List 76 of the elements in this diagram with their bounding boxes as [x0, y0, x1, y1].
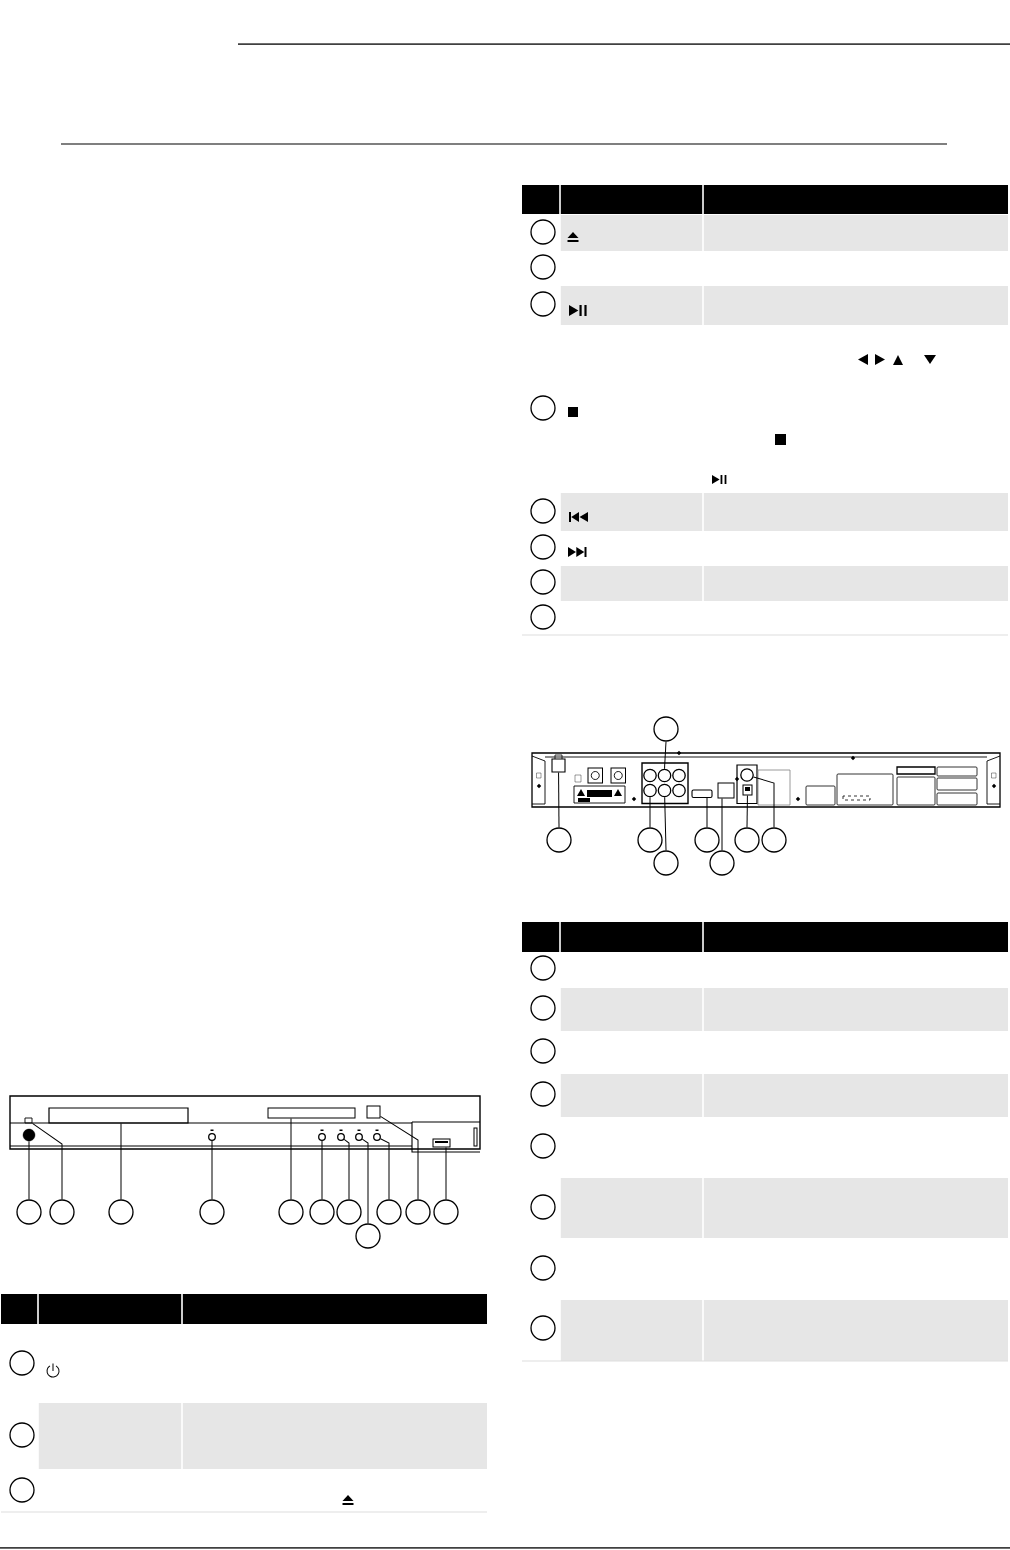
usb-port: [432, 1138, 451, 1148]
hdmi-port: [691, 789, 713, 799]
callout-circle: [530, 534, 556, 560]
callout-circle: [734, 827, 760, 853]
callout-circle: [336, 1199, 362, 1225]
callout-circle: [653, 850, 679, 876]
callout-circle: [278, 1199, 304, 1225]
callout-circle: [9, 1350, 35, 1376]
lan-port: [717, 782, 735, 799]
leader-line: [445, 1147, 447, 1200]
leader-line: [706, 797, 708, 828]
callout-circle: [309, 1199, 335, 1225]
control-button: [373, 1129, 381, 1141]
callout-circle: [376, 1199, 402, 1225]
leader-line: [290, 1118, 292, 1200]
callout-circle: [530, 955, 556, 981]
leader-line: [664, 741, 667, 770]
callout-circle: [16, 1199, 42, 1225]
callout-circle: [530, 604, 556, 630]
leader-line: [321, 1140, 323, 1200]
leader-line: [753, 776, 775, 828]
callout-circle: [530, 219, 556, 245]
callout-circle: [694, 827, 720, 853]
callout-circle: [530, 1194, 556, 1220]
callout-circle: [9, 1477, 35, 1503]
callout-circle: [530, 1133, 556, 1159]
leader-line: [211, 1140, 213, 1200]
leader-line: [746, 795, 748, 828]
control-button: [337, 1129, 345, 1141]
callout-circle: [530, 1315, 556, 1341]
power-socket: [551, 754, 566, 773]
disc-tray: [48, 1107, 189, 1124]
callout-circle: [530, 395, 556, 421]
callout-circle: [530, 254, 556, 280]
callout-circle: [355, 1223, 381, 1249]
power-button: [22, 1128, 36, 1142]
callout-circle: [530, 1255, 556, 1281]
led-indicator: [24, 1117, 33, 1124]
leader-line: [649, 796, 651, 828]
audio-jack: [657, 768, 672, 783]
callout-circle: [433, 1199, 459, 1225]
optical-port: [742, 784, 753, 796]
control-button: [318, 1129, 326, 1141]
leader-line: [664, 796, 667, 851]
control-button: [208, 1129, 216, 1141]
callout-circle: [530, 291, 556, 317]
callout-circle: [637, 827, 663, 853]
callout-circle: [546, 827, 572, 853]
leader-line: [31, 1122, 63, 1200]
callout-circle: [530, 1081, 556, 1107]
callout-circle: [653, 716, 679, 742]
leader-line: [28, 1140, 30, 1200]
callout-circle: [530, 1038, 556, 1064]
callout-circle: [405, 1199, 431, 1225]
leader-line: [558, 772, 560, 828]
callout-circle: [199, 1199, 225, 1225]
audio-jack: [657, 783, 672, 798]
callout-circle: [761, 827, 787, 853]
leader-line: [120, 1123, 122, 1200]
audio-jack: [643, 783, 657, 798]
callout-circle: [108, 1199, 134, 1225]
callout-circle: [530, 498, 556, 524]
leader-line: [380, 1138, 390, 1200]
callout-circle: [530, 995, 556, 1021]
display-window: [267, 1107, 356, 1119]
control-button: [355, 1129, 363, 1141]
leader-line: [721, 798, 723, 851]
callout-circle: [709, 850, 735, 876]
callout-circle: [530, 569, 556, 595]
coaxial-jack: [740, 768, 754, 782]
callout-circle: [49, 1199, 75, 1225]
sensor-window: [366, 1105, 381, 1119]
callout-circle: [9, 1422, 35, 1448]
leader-line: [361, 1138, 369, 1224]
leader-line: [380, 1115, 419, 1200]
leader-line: [343, 1138, 350, 1200]
